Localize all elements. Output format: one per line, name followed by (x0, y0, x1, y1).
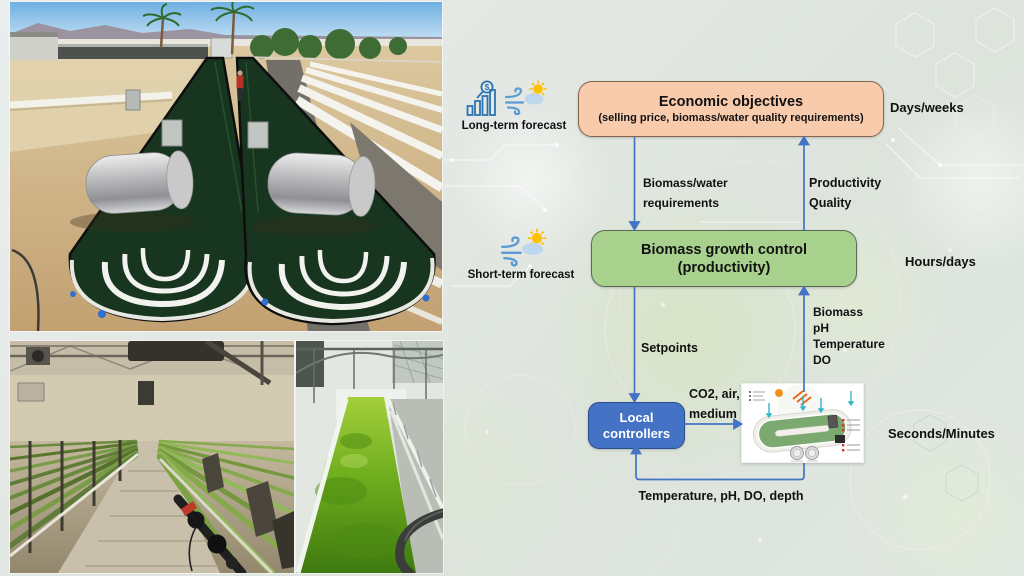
economic-objectives-subtitle: (selling price, biomass/water quality re… (598, 112, 864, 124)
long-term-forecast-label: Long-term forecast (461, 120, 567, 132)
long-term-forecast-icons: $ (466, 80, 550, 118)
bar-chart-magnifier-dollar-icon: $ (466, 80, 496, 116)
measurements-label: Biomass pH Temperature DO (813, 305, 885, 367)
setpoints-label: Setpoints (641, 341, 698, 355)
timescale-seconds-minutes: Seconds/Minutes (888, 426, 995, 441)
growth-box-title: Biomass growth control (641, 241, 807, 258)
outdoor-raceway-ponds-photo (10, 2, 442, 331)
actuation-label: CO2, air, medium (689, 387, 740, 421)
biomass-growth-control-box: Biomass growth control (productivity) (591, 230, 857, 287)
local-box-line2: controllers (602, 425, 671, 441)
greenhouse-raceway-pond-photo (296, 341, 443, 573)
arrow-measurements-up (797, 285, 811, 392)
arrow-productivity-up (797, 135, 811, 230)
short-term-forecast-label: Short-term forecast (467, 269, 575, 281)
short-term-forecast-icons (500, 228, 550, 270)
greenhouse-tubular-photobioreactors-photo (10, 341, 294, 573)
timescale-days-weeks: Days/weeks (890, 100, 964, 115)
local-box-line1: Local (619, 409, 654, 425)
biomass-water-requirements-label: Biomass/water requirements (643, 176, 728, 210)
economic-objectives-box: Economic objectives (selling price, biom… (578, 81, 884, 137)
growth-box-subtitle: (productivity) (677, 259, 771, 276)
raceway-reactor-schematic (740, 382, 865, 464)
arrow-requirements-down (628, 137, 641, 232)
wind-sun-cloud-icon (500, 228, 547, 267)
feedback-label: Temperature, pH, DO, depth (638, 489, 804, 503)
economic-objectives-title: Economic objectives (658, 94, 804, 110)
wind-sun-cloud-icon (504, 80, 547, 116)
timescale-hours-days: Hours/days (905, 254, 976, 269)
local-controllers-box: Local controllers (588, 402, 685, 449)
arrow-setpoints-down (628, 287, 641, 404)
productivity-quality-label: Productivity Quality (809, 176, 882, 210)
svg-text:$: $ (485, 83, 490, 92)
